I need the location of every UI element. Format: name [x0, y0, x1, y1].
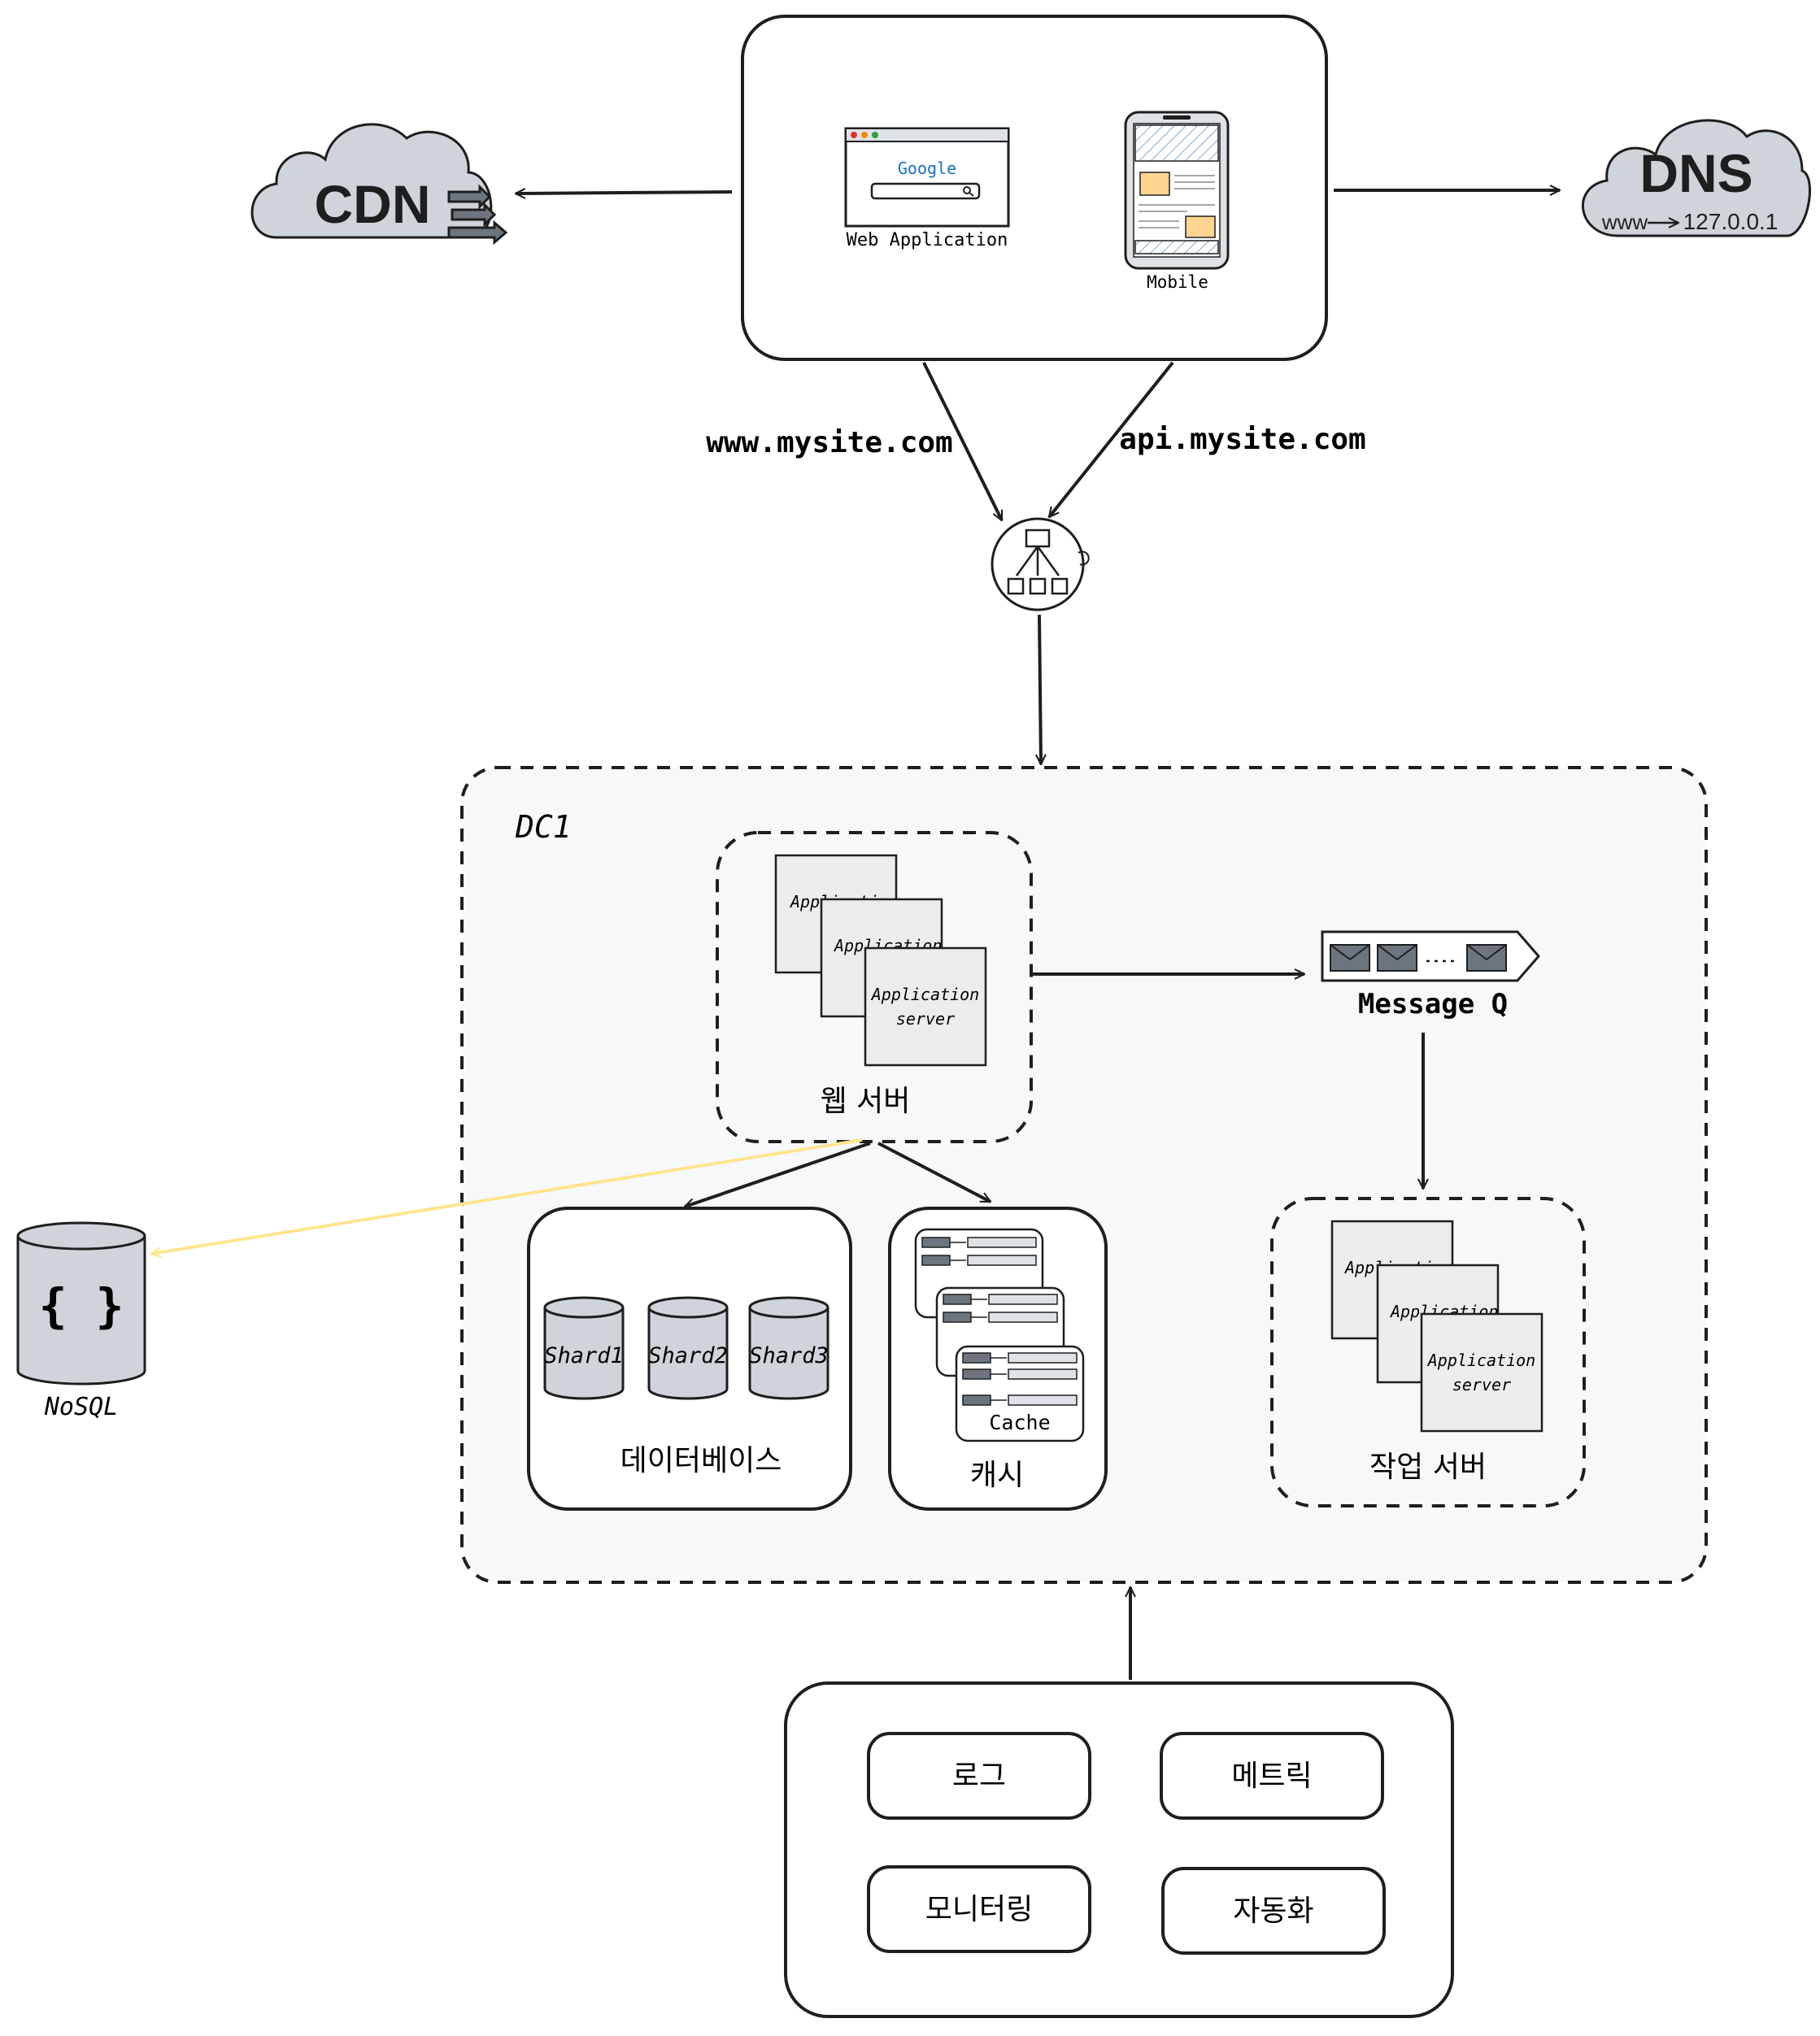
- web-server-group: [716, 831, 1033, 1143]
- dns-ip-text: 127.0.0.1: [1683, 209, 1779, 234]
- shard-2-label: Shard2: [648, 1343, 728, 1368]
- web-card-3-line2: server: [896, 1009, 955, 1029]
- message-envelope-icon: [1466, 944, 1507, 972]
- worker-label: 작업 서버: [1369, 1451, 1487, 1484]
- www-route-label: www.mysite.com: [706, 426, 952, 459]
- browser-maximize-icon: [872, 132, 878, 138]
- web-to-nosql-arrow: [150, 1138, 863, 1258]
- cache-inner-label: Cache: [989, 1411, 1050, 1434]
- cdn-distribute-icon: [447, 184, 508, 246]
- metrics-label: 메트릭: [1231, 1760, 1312, 1793]
- dns-cloud: DNS www 127.0.0.1: [1582, 119, 1811, 237]
- worker-server-cards: Application Application Application serv…: [1330, 1220, 1544, 1433]
- web-application: Google Web Application: [844, 127, 1010, 250]
- automation-card: [1161, 1867, 1386, 1955]
- nosql-store: { }: [16, 1221, 146, 1386]
- client-to-cdn-arrow: [514, 188, 733, 199]
- shard-1: Shard1: [543, 1296, 625, 1400]
- automation-label: 자동화: [1233, 1895, 1313, 1928]
- load-balancer: [991, 517, 1090, 611]
- web-server-label: 웹 서버: [821, 1085, 911, 1118]
- worker-group: [1270, 1197, 1586, 1507]
- cdn-cloud: CDN: [250, 123, 508, 246]
- metrics-card: [1160, 1732, 1384, 1820]
- mobile-device: Mobile: [1124, 111, 1230, 292]
- web-card-3-line1: Application: [870, 985, 979, 1004]
- message-queue: [1321, 930, 1540, 982]
- log-label: 로그: [952, 1760, 1006, 1793]
- search-box: [870, 182, 981, 200]
- worker-card-3-line1: Application: [1426, 1351, 1535, 1370]
- message-envelope-icon: [1330, 944, 1370, 972]
- lb-to-dc1-arrow: [1035, 614, 1047, 766]
- shard-2: Shard2: [647, 1296, 729, 1400]
- log-card: [867, 1732, 1091, 1820]
- web-to-db-arrow: [683, 1142, 871, 1209]
- mobile-label: Mobile: [1147, 272, 1208, 292]
- cache-stack-icon: Cache: [914, 1228, 1085, 1442]
- browser-minimize-icon: [861, 132, 868, 138]
- nosql-label: NoSQL: [44, 1393, 118, 1421]
- web-to-cache-arrow: [877, 1142, 992, 1203]
- message-envelope-icon: [1377, 944, 1417, 972]
- cdn-label: CDN: [315, 174, 431, 234]
- message-queue-label: Message Q: [1358, 988, 1508, 1020]
- load-balancer-refresh-icon: [1078, 550, 1090, 566]
- shard-1-label: Shard1: [544, 1343, 624, 1368]
- shard-3-label: Shard3: [749, 1343, 829, 1368]
- search-brand: Google: [898, 159, 956, 178]
- dns-www-text: www: [1601, 210, 1648, 234]
- client-box: [741, 15, 1328, 361]
- web-application-label: Web Application: [847, 230, 1008, 250]
- nosql-braces-icon: { }: [39, 1278, 124, 1333]
- search-icon: [963, 186, 974, 197]
- browser-close-icon: [851, 132, 857, 138]
- monitoring-card: [867, 1865, 1091, 1953]
- dns-label: DNS: [1639, 143, 1753, 203]
- worker-card-3-line2: server: [1452, 1375, 1511, 1394]
- www-route-arrow: [922, 362, 1004, 522]
- dc1-label: DC1: [515, 809, 572, 845]
- web-server-cards: Application Application Application serv…: [774, 854, 987, 1067]
- api-route-label: api.mysite.com: [1119, 423, 1365, 456]
- monitoring-label: 모니터링: [925, 1893, 1033, 1926]
- api-route-arrow: [1047, 361, 1174, 519]
- database-label: 데이터베이스: [620, 1444, 782, 1477]
- cache-label: 캐시: [970, 1459, 1024, 1492]
- shard-3: Shard3: [748, 1296, 829, 1400]
